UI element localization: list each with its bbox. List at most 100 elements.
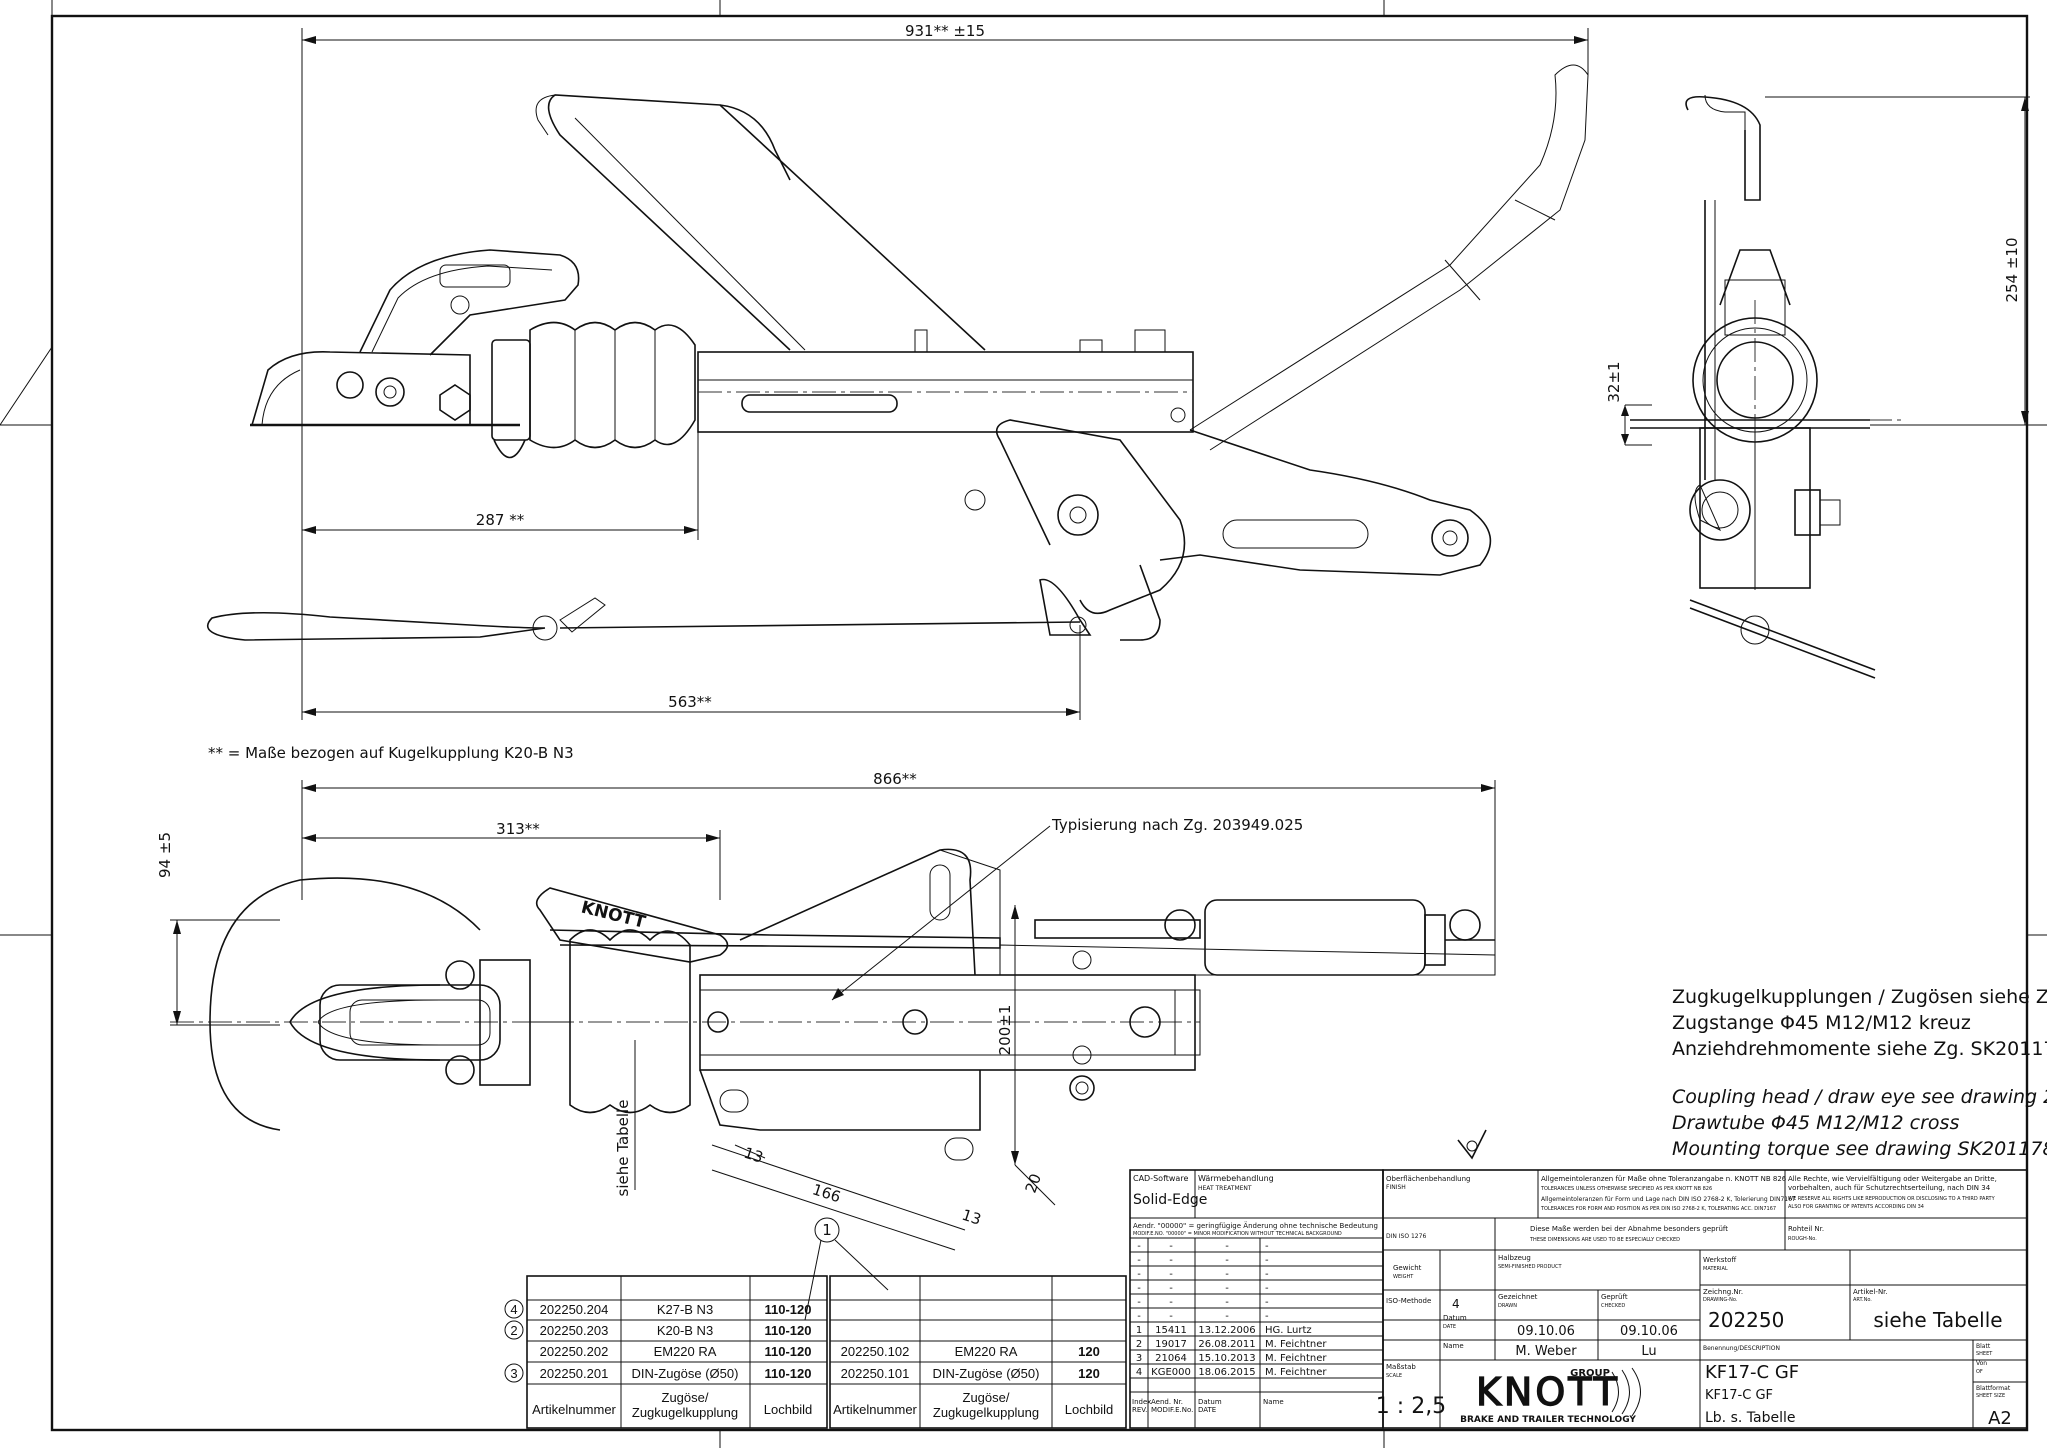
cell: -: [1169, 1283, 1173, 1294]
cell: 202250.202: [540, 1344, 609, 1359]
table-header: Zugöse/Zugkugelkupplung: [632, 1390, 738, 1420]
tb-datum-label: Datum: [1198, 1398, 1222, 1406]
cell: DIN-Zugöse (Ø50): [632, 1366, 739, 1381]
cell: -: [1225, 1283, 1229, 1294]
tb-rohteil-sub: ROUGH-No.: [1788, 1236, 1817, 1242]
cell: 202250.102: [841, 1344, 910, 1359]
tb-tol-4: TOLERANCES FOR FORM AND POSITION AS PER …: [1540, 1206, 1776, 1212]
cell: -: [1265, 1283, 1269, 1294]
tb-sheet-label: Blatt: [1976, 1343, 1991, 1350]
tb-designation-label: Benennung/DESCRIPTION: [1703, 1345, 1780, 1352]
tb-halbzeug-label: Halbzeug: [1498, 1254, 1531, 1262]
cell: 2: [1136, 1339, 1142, 1350]
tb-check-1: Diese Maße werden bei der Abnahme besond…: [1530, 1225, 1728, 1233]
cell: 110-120: [765, 1344, 812, 1359]
revision-block: CAD-Software Solid-Edge Wärmebehandlung …: [1129, 1169, 1384, 1429]
cell: 15.10.2013: [1198, 1353, 1255, 1364]
note-de-1: Zugkugelkupplungen / Zugösen siehe Zg. 2…: [1672, 986, 2047, 1008]
svg-text:1: 1: [822, 1221, 832, 1239]
cell: -: [1265, 1297, 1269, 1308]
tb-drawn-sub: DRAWN: [1498, 1303, 1517, 1309]
tb-article-value: siehe Tabelle: [1873, 1308, 2002, 1332]
cell: 120: [1078, 1366, 1100, 1381]
dim-13b: 13: [960, 1206, 984, 1229]
siehe-tabelle-label: siehe Tabelle: [614, 1100, 632, 1197]
tb-checked-sub: CHECKED: [1601, 1303, 1625, 1309]
tb-date-label: Datum: [1443, 1314, 1467, 1322]
tb-heat-sub: HEAT TREATMENT: [1198, 1185, 1252, 1192]
tb-title-1: KF17-C GF: [1705, 1362, 1799, 1383]
tb-scale: 1 : 2,5: [1376, 1394, 1446, 1419]
table-header: Zugöse/Zugkugelkupplung: [933, 1390, 1039, 1420]
tb-sheet-sub: SHEET: [1976, 1351, 1993, 1357]
tb-drawing-no-label: Zeichng.Nr.: [1703, 1288, 1743, 1296]
cell: -: [1137, 1283, 1141, 1294]
tb-iso-value: 4: [1452, 1297, 1460, 1311]
tb-drawing-no: 202250: [1708, 1308, 1784, 1332]
typisierung-note: Typisierung nach Zg. 203949.025: [1051, 816, 1303, 834]
knott-logo: KNOTT GROUP BRAKE AND TRAILER TECHNOLOGY: [1460, 1367, 1641, 1425]
end-view: 32±1 254 ±10: [1605, 94, 2030, 679]
dim-166: 166: [810, 1180, 843, 1206]
tb-drawn-name: M. Weber: [1515, 1344, 1577, 1359]
cell: -: [1265, 1269, 1269, 1280]
tb-name-col-label: Name: [1263, 1398, 1284, 1406]
cell: 21064: [1155, 1353, 1187, 1364]
cell: -: [1137, 1297, 1141, 1308]
tb-format-sub: SHEET SIZE: [1976, 1393, 2005, 1399]
cell: -: [1169, 1311, 1173, 1322]
tb-din-label: DIN ISO 1276: [1386, 1233, 1426, 1240]
tb-drawn-label: Gezeichnet: [1498, 1293, 1538, 1301]
tb-drawing-no-sub: DRAWING-No.: [1703, 1297, 1738, 1303]
cell: 110-120: [765, 1323, 812, 1338]
tb-check-2: THESE DIMENSIONS ARE USED TO BE ESPECIAL…: [1529, 1237, 1680, 1243]
cell: 26.08.2011: [1198, 1339, 1255, 1350]
cell: -: [1225, 1241, 1229, 1252]
tb-rights-2: vorbehalten, auch für Schutzrechtserteil…: [1788, 1184, 1991, 1192]
table-header: Artikelnummer: [833, 1402, 917, 1417]
tb-change-note-en: MODIF.E.NO. "00000" = MINOR MODIFICATION…: [1133, 1231, 1342, 1237]
note-en-2: Drawtube Φ45 M12/M12 cross: [1672, 1112, 1959, 1134]
cell: DIN-Zugöse (Ø50): [933, 1366, 1040, 1381]
cell: -: [1265, 1241, 1269, 1252]
cell: -: [1225, 1255, 1229, 1266]
tb-rohteil-label: Rohteil Nr.: [1788, 1225, 1824, 1233]
dim-563: 563**: [668, 693, 712, 711]
cell: 18.06.2015: [1198, 1367, 1255, 1378]
cell: 13.12.2006: [1198, 1325, 1255, 1336]
cell: -: [1169, 1241, 1173, 1252]
cell: -: [1137, 1255, 1141, 1266]
tb-scale-sub: SCALE: [1386, 1373, 1402, 1379]
note-en-1: Coupling head / draw eye see drawing 201…: [1672, 1086, 2047, 1108]
tb-tol-2: TOLERANCES UNLESS OTHERWISE SPECIFIED AS…: [1540, 1186, 1712, 1192]
cell: 120: [1078, 1344, 1100, 1359]
cell: EM220 RA: [955, 1344, 1018, 1359]
cell: -: [1265, 1255, 1269, 1266]
cell: 1: [1136, 1325, 1142, 1336]
cell: M. Feichtner: [1265, 1367, 1327, 1378]
title-block: Oberflächenbehandlung FINISH Allgemeinto…: [1376, 1169, 2028, 1429]
tb-tol-3: Allgemeintoleranzen für Form und Lage na…: [1541, 1196, 1796, 1203]
cell: 202250.204: [540, 1302, 609, 1317]
balloon-2: 2: [510, 1323, 517, 1338]
tb-title-2: KF17-C GF: [1705, 1388, 1773, 1403]
tb-aend-sub: MODIF.E.No.: [1151, 1406, 1193, 1414]
logo-tagline: BRAKE AND TRAILER TECHNOLOGY: [1460, 1415, 1636, 1425]
dim-313: 313**: [496, 820, 540, 838]
cell: -: [1169, 1269, 1173, 1280]
tb-material-sub: MATERIAL: [1703, 1266, 1728, 1272]
tb-of-label: OF: [1976, 1369, 1983, 1375]
cell: M. Feichtner: [1265, 1353, 1327, 1364]
cell: K20-B N3: [657, 1323, 713, 1338]
cell: K27-B N3: [657, 1302, 713, 1317]
tb-index-label: Index: [1132, 1398, 1151, 1406]
brand-mark-knott: KNOTT: [579, 898, 648, 933]
dim-287: 287 **: [476, 511, 525, 529]
cell: EM220 RA: [654, 1344, 717, 1359]
notes: Zugkugelkupplungen / Zugösen siehe Zg. 2…: [1672, 986, 2047, 1160]
cell: HG. Lurtz: [1265, 1325, 1312, 1336]
balloon-4: 4: [510, 1302, 517, 1317]
table-header: Lochbild: [1065, 1402, 1113, 1417]
logo-group: GROUP: [1570, 1368, 1610, 1379]
